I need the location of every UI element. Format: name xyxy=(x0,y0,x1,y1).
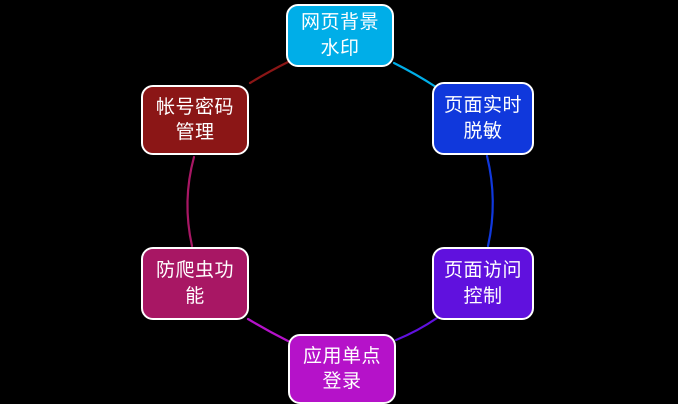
connector-edge-sso-to-anticrawler xyxy=(246,317,290,343)
connector-edge-anticrawler-to-account xyxy=(186,155,196,248)
connector-edge-desensitization-to-access-control xyxy=(485,154,494,248)
node-page-realtime-desensitization[interactable]: 页面实时 脱敏 xyxy=(432,82,534,155)
node-label-page-realtime-desensitization: 页面实时 脱敏 xyxy=(443,94,522,142)
connector-edge-watermark-to-desensitization xyxy=(392,61,438,89)
node-page-access-control[interactable]: 页面访问 控制 xyxy=(432,247,534,320)
node-label-account-password-management: 帐号密码 管理 xyxy=(155,95,234,143)
connector-edge-account-to-watermark xyxy=(248,60,290,85)
connector-edge-access-control-to-sso xyxy=(394,316,439,342)
node-label-web-page-background-watermark: 网页背景 水印 xyxy=(300,11,379,59)
node-label-application-single-sign-on: 应用单点 登录 xyxy=(302,344,381,392)
node-anti-crawler-function[interactable]: 防爬虫功 能 xyxy=(141,247,249,320)
node-web-page-background-watermark[interactable]: 网页背景 水印 xyxy=(286,4,394,67)
node-label-page-access-control: 页面访问 控制 xyxy=(443,259,522,307)
node-label-anti-crawler-function: 防爬虫功 能 xyxy=(155,259,234,307)
node-account-password-management[interactable]: 帐号密码 管理 xyxy=(141,85,249,155)
node-application-single-sign-on[interactable]: 应用单点 登录 xyxy=(288,334,396,404)
